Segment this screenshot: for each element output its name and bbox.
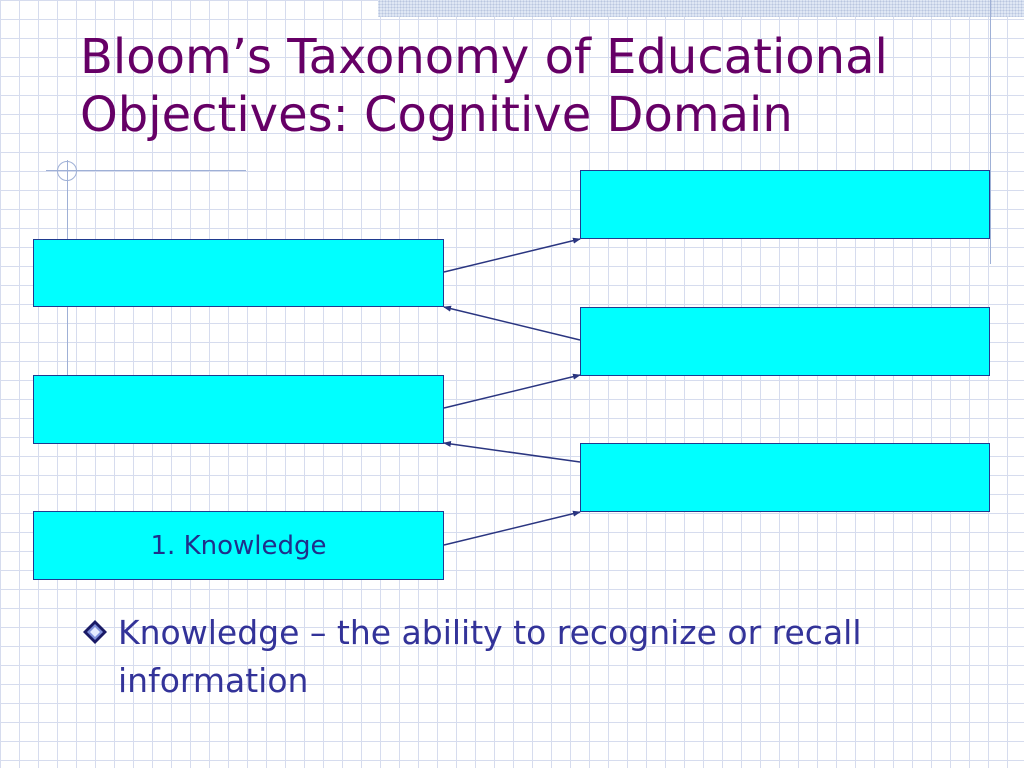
arrow-level-2-to-level-3	[443, 440, 581, 463]
title-line-2: Objectives: Cognitive Domain	[80, 87, 793, 143]
diamond-bullet-icon	[83, 620, 107, 644]
decorative-rule-horizontal	[46, 170, 246, 171]
arrow-level-4-to-level-5	[443, 305, 581, 341]
arrow-knowledge-to-level-2	[443, 510, 581, 546]
level-box-3	[33, 375, 444, 444]
level-box-1-knowledge: 1. Knowledge	[33, 511, 444, 580]
decorative-header-strip	[378, 0, 1024, 17]
slide-title: Bloom’s Taxonomy of Educational Objectiv…	[80, 28, 980, 144]
title-line-1: Bloom’s Taxonomy of Educational	[80, 29, 888, 85]
bullet-text: Knowledge – the ability to recognize or …	[118, 613, 862, 700]
bullet-item: Knowledge – the ability to recognize or …	[82, 609, 982, 705]
arrow-level-3-to-level-4	[443, 373, 581, 409]
arrow-level-5-to-level-6	[443, 237, 581, 273]
level-box-5	[33, 239, 444, 307]
level-box-2	[580, 443, 990, 512]
level-box-label: 1. Knowledge	[150, 530, 327, 561]
level-box-4	[580, 307, 990, 376]
level-box-6	[580, 170, 990, 239]
decorative-rule-right	[990, 0, 991, 264]
decorative-circle	[57, 161, 77, 181]
